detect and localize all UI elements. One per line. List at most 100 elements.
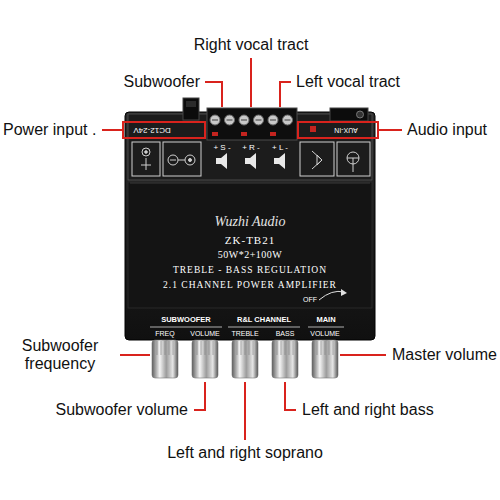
dc-jack [183, 98, 199, 120]
panel-heading: R&L CHANNEL [237, 316, 291, 325]
speaker-terminal-block [210, 115, 220, 125]
panel-icons [132, 142, 370, 176]
feature-text: TREBLE - BASS REGULATION [173, 265, 327, 276]
control-knob [312, 340, 338, 378]
terminal-marking: + R - [242, 143, 260, 152]
speaker-icon [274, 153, 285, 169]
panel-icons [141, 165, 151, 166]
panel-icons [300, 142, 334, 176]
speaker-icon [216, 153, 285, 169]
leader-line [194, 382, 205, 410]
speaker-terminal-block [227, 119, 233, 120]
speaker-terminal-block [268, 115, 278, 125]
knob-marking: BASS [276, 330, 295, 338]
feature-text: 2.1 CHANNEL POWER AMPLIFIER [163, 280, 337, 291]
control-knob [157, 341, 333, 355]
panel-icons [145, 151, 148, 154]
switch-marking: OFF [303, 296, 317, 304]
brand-name: Wuzhi Audio [215, 214, 286, 230]
knob-marking: TREBLE [231, 330, 258, 338]
control-knob [232, 340, 258, 378]
control-knob [237, 341, 253, 355]
panel-heading: MAIN [316, 316, 335, 325]
speaker-terminal-block [225, 115, 235, 125]
speaker-terminal-block [210, 115, 293, 125]
power-rating: 50W*2+100W [218, 249, 283, 261]
panel-icons [337, 142, 370, 176]
control-knob [157, 341, 173, 355]
switch-arrow [319, 291, 344, 300]
speaker-terminal-block [285, 119, 291, 120]
speaker-icon [245, 153, 256, 169]
terminal-marking: + L - [272, 143, 288, 152]
control-knob [272, 340, 298, 378]
panel-divider [228, 327, 300, 328]
panel-divider [308, 327, 344, 328]
leader-line [378, 129, 402, 131]
switch-arrow [319, 289, 347, 300]
callout-label: Left and right soprano [167, 444, 323, 462]
panel-icons [168, 155, 178, 165]
leader-line [298, 122, 378, 138]
callout-label: Subwoofer frequency [5, 337, 115, 374]
panel-icons [163, 142, 201, 176]
speaker-terminal-block [283, 115, 293, 125]
knob-marking: FREQ [155, 330, 174, 338]
amplifier-board [130, 183, 370, 184]
amplifier-board [128, 182, 372, 308]
panel-icons [146, 158, 147, 170]
amplifier-board [125, 112, 375, 340]
callout-label: Power input . [3, 121, 96, 139]
panel-icons [189, 159, 192, 162]
panel-icons [185, 155, 195, 165]
switch-arrow [341, 289, 347, 296]
leader-line [285, 382, 296, 410]
leader-line [102, 129, 123, 131]
speaker-terminal-block [256, 119, 262, 120]
speaker-icon [216, 153, 227, 169]
amplifier-board [125, 112, 375, 340]
knob-marking: VOLUME [310, 330, 340, 338]
model-number: ZK-TB21 [225, 234, 275, 247]
port-marking: AUX-IN [334, 126, 358, 134]
leader-line [123, 122, 205, 138]
audio-jack [357, 111, 364, 118]
speaker-terminal-block [212, 119, 291, 120]
panel-icons [312, 151, 322, 169]
callout-label: Left vocal tract [296, 73, 400, 91]
callout-label: Right vocal tract [194, 36, 309, 54]
audio-jack [330, 108, 368, 121]
dc-jack [183, 98, 199, 120]
control-knob [277, 341, 293, 355]
speaker-terminal-block [212, 119, 218, 120]
port-marking: DC12-24V [133, 125, 170, 134]
callout-label: Subwoofer [124, 73, 201, 91]
panel-icons [353, 158, 354, 172]
speaker-terminal-block [270, 132, 276, 136]
audio-jack [310, 126, 316, 132]
speaker-terminal-block [212, 132, 276, 136]
terminal-marking: + S - [213, 143, 230, 152]
control-knob [152, 340, 178, 378]
panel-divider [150, 327, 222, 328]
speaker-terminal-block [270, 119, 276, 120]
speaker-terminal-block [241, 119, 247, 120]
leader-line [120, 354, 150, 356]
callout-label: Master volume [392, 346, 497, 364]
panel-heading: SUBWOOFER [161, 316, 211, 325]
leader-line [244, 382, 246, 440]
speaker-terminal-block [239, 115, 249, 125]
leader-line [280, 82, 291, 107]
callout-label: Left and right bass [302, 401, 434, 419]
speaker-terminal-block [207, 108, 297, 140]
control-knob [192, 340, 218, 378]
control-knob [317, 341, 333, 355]
panel-icons [170, 160, 176, 161]
speaker-terminal-block [207, 108, 297, 140]
leader-line [340, 354, 386, 356]
leader-line [102, 58, 402, 440]
panel-icons [132, 142, 160, 176]
leader-line [205, 82, 222, 107]
control-knob [152, 340, 338, 378]
